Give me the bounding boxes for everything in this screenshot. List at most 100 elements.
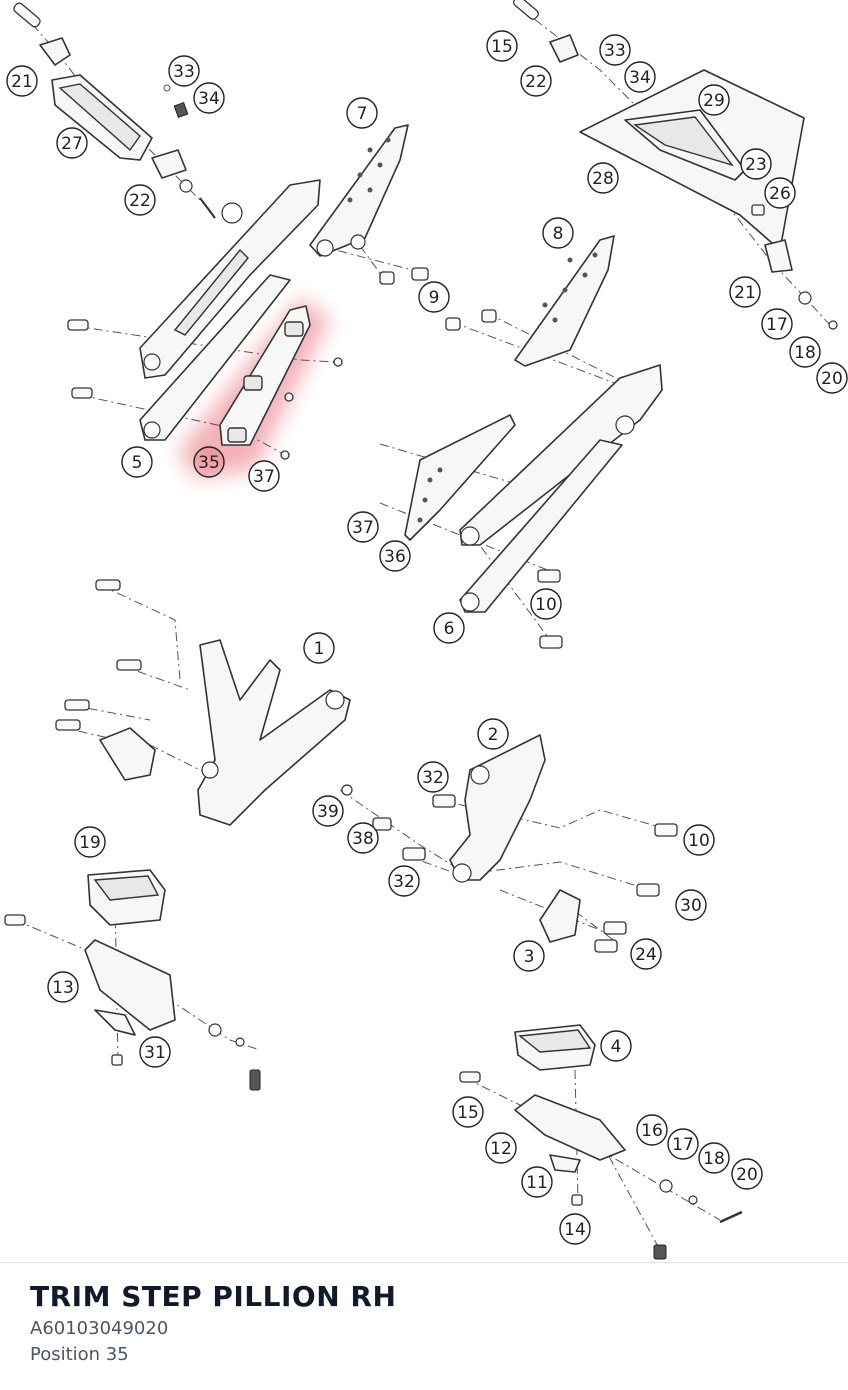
callout-12[interactable]: 12 [485, 1132, 517, 1164]
divider [0, 1262, 848, 1263]
callout-number: 18 [794, 343, 816, 363]
callout-32[interactable]: 32 [388, 865, 420, 897]
callout-2[interactable]: 2 [477, 718, 509, 750]
callout-number: 15 [457, 1103, 479, 1123]
callout-14[interactable]: 14 [559, 1213, 591, 1245]
callout-number: 20 [736, 1165, 758, 1185]
callout-17[interactable]: 17 [761, 308, 793, 340]
callout-17[interactable]: 17 [667, 1128, 699, 1160]
callout-1[interactable]: 1 [303, 632, 335, 664]
callout-34[interactable]: 34 [624, 61, 656, 93]
callout-34[interactable]: 34 [193, 82, 225, 114]
callout-number: 33 [173, 62, 195, 82]
callout-3[interactable]: 3 [513, 940, 545, 972]
callout-37[interactable]: 37 [248, 460, 280, 492]
callout-9[interactable]: 9 [418, 281, 450, 313]
part-info-panel: TRIM STEP PILLION RH A60103049020 Positi… [30, 1278, 830, 1368]
callout-38[interactable]: 38 [347, 822, 379, 854]
callout-number: 8 [553, 224, 564, 244]
callout-number: 22 [525, 72, 547, 92]
callout-number: 39 [317, 802, 339, 822]
callout-number: 32 [422, 768, 444, 788]
callout-number: 32 [393, 872, 415, 892]
callout-number: 38 [352, 829, 374, 849]
part-number: A60103049020 [30, 1318, 169, 1339]
callout-number: 10 [535, 595, 557, 615]
callout-number: 27 [61, 134, 83, 154]
callout-37[interactable]: 37 [347, 511, 379, 543]
callout-number: 12 [490, 1139, 512, 1159]
callout-number: 26 [769, 184, 791, 204]
callout-11[interactable]: 11 [521, 1166, 553, 1198]
callout-number: 24 [635, 945, 657, 965]
callout-33[interactable]: 33 [599, 34, 631, 66]
callout-32[interactable]: 32 [417, 761, 449, 793]
callout-28[interactable]: 28 [587, 162, 619, 194]
callout-number: 33 [604, 41, 626, 61]
callout-35[interactable]: 35 [193, 446, 225, 478]
callout-30[interactable]: 30 [675, 889, 707, 921]
callout-number: 23 [745, 155, 767, 175]
callout-number: 7 [357, 104, 368, 124]
callout-39[interactable]: 39 [312, 795, 344, 827]
callout-7[interactable]: 7 [346, 97, 378, 129]
callout-23[interactable]: 23 [740, 148, 772, 180]
callout-number: 18 [703, 1149, 725, 1169]
callout-number: 34 [629, 68, 651, 88]
callout-15[interactable]: 15 [486, 30, 518, 62]
callout-number: 37 [253, 467, 275, 487]
callout-24[interactable]: 24 [630, 938, 662, 970]
callout-number: 28 [592, 169, 614, 189]
callout-5[interactable]: 5 [121, 446, 153, 478]
callout-6[interactable]: 6 [433, 612, 465, 644]
callout-20[interactable]: 20 [731, 1158, 763, 1190]
part-drawings [4, 0, 838, 1260]
callout-26[interactable]: 26 [764, 177, 796, 209]
callout-number: 13 [52, 978, 74, 998]
callout-number: 22 [129, 191, 151, 211]
callout-number: 15 [491, 37, 513, 57]
callout-number: 30 [680, 896, 702, 916]
callout-number: 29 [703, 91, 725, 111]
callout-13[interactable]: 13 [47, 971, 79, 1003]
part-position: Position 35 [30, 1344, 129, 1365]
callout-number: 35 [198, 453, 220, 473]
callout-number: 10 [688, 831, 710, 851]
callout-33[interactable]: 33 [168, 55, 200, 87]
callout-number: 16 [641, 1121, 663, 1141]
callout-number: 4 [611, 1037, 622, 1057]
callout-18[interactable]: 18 [789, 336, 821, 368]
callout-16[interactable]: 16 [636, 1114, 668, 1146]
callout-29[interactable]: 29 [698, 84, 730, 116]
callout-number: 5 [132, 453, 143, 473]
part-name: TRIM STEP PILLION RH [30, 1280, 397, 1313]
callout-number: 3 [524, 947, 535, 967]
callout-22[interactable]: 22 [520, 65, 552, 97]
callout-number: 11 [526, 1173, 548, 1193]
callout-31[interactable]: 31 [139, 1036, 171, 1068]
callout-8[interactable]: 8 [542, 217, 574, 249]
callout-number: 17 [672, 1135, 694, 1155]
callout-21[interactable]: 21 [729, 276, 761, 308]
callout-15[interactable]: 15 [452, 1096, 484, 1128]
callout-number: 21 [11, 72, 33, 92]
callout-19[interactable]: 19 [74, 826, 106, 858]
callout-number: 1 [314, 639, 325, 659]
callout-18[interactable]: 18 [698, 1142, 730, 1174]
callout-number: 34 [198, 89, 220, 109]
callout-21[interactable]: 21 [6, 65, 38, 97]
callout-number: 9 [429, 288, 440, 308]
callout-20[interactable]: 20 [816, 362, 848, 394]
callout-10[interactable]: 10 [683, 824, 715, 856]
callout-4[interactable]: 4 [600, 1030, 632, 1062]
callout-number: 20 [821, 369, 843, 389]
callout-36[interactable]: 36 [379, 540, 411, 572]
callout-number: 31 [144, 1043, 166, 1063]
callout-10[interactable]: 10 [530, 588, 562, 620]
callout-number: 36 [384, 547, 406, 567]
callout-27[interactable]: 27 [56, 127, 88, 159]
callout-22[interactable]: 22 [124, 184, 156, 216]
callout-number: 14 [564, 1220, 586, 1240]
